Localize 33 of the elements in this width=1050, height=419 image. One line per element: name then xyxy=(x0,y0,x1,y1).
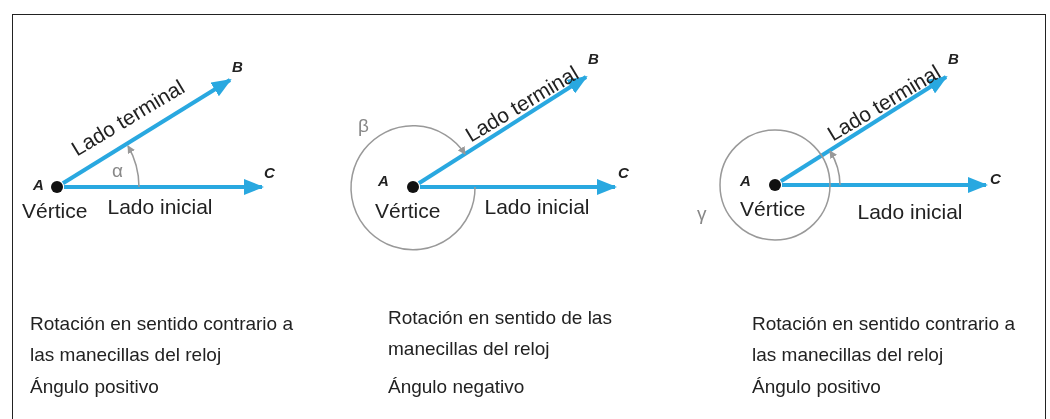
edge-label: Lado inicial xyxy=(107,195,213,219)
caption-text: Rotación en sentido contrario a las manecillas del reloj xyxy=(30,312,294,367)
vertex-label: Vértice xyxy=(22,199,88,223)
vertex-letter: A xyxy=(378,172,389,189)
ray-arrow xyxy=(779,75,948,183)
ray-arrow xyxy=(417,75,588,185)
angle-symbol: α xyxy=(112,160,123,182)
vertex-dot xyxy=(769,179,781,191)
ray-arrow xyxy=(782,177,988,193)
vertex-label: Vértice xyxy=(375,199,441,223)
point-letter: B xyxy=(588,50,599,67)
point-letter: B xyxy=(232,58,243,75)
ray-arrow xyxy=(61,78,232,185)
vertex-dot xyxy=(51,181,63,193)
caption-text: Ángulo negativo xyxy=(388,376,525,398)
caption-text: Rotación en sentido contrario a las manecillas del reloj xyxy=(752,312,1016,367)
ray-arrow xyxy=(420,179,617,195)
point-letter: C xyxy=(618,164,629,181)
vertex-dot xyxy=(407,181,419,193)
point-letter: B xyxy=(948,50,959,67)
angle-symbol: β xyxy=(358,115,369,137)
point-letter: C xyxy=(990,170,1001,187)
edge-label: Lado inicial xyxy=(857,200,963,224)
caption-text: Rotación en sentido de las manecillas del reloj xyxy=(388,306,613,361)
angle-symbol: γ xyxy=(697,203,707,225)
vertex-letter: A xyxy=(33,176,44,193)
caption-text: Ángulo positivo xyxy=(30,376,159,398)
vertex-label: Vértice xyxy=(740,197,806,221)
caption-text: Ángulo positivo xyxy=(752,376,881,398)
point-letter: C xyxy=(264,164,275,181)
ray-arrow xyxy=(64,179,264,195)
vertex-letter: A xyxy=(740,172,751,189)
edge-label: Lado inicial xyxy=(484,195,590,219)
